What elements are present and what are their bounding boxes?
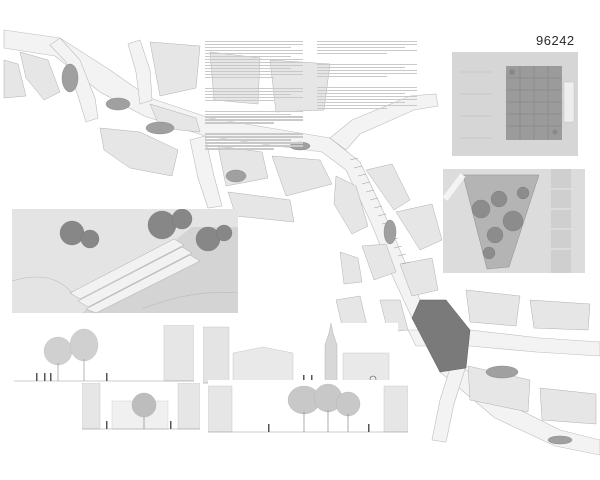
detail-plan-triangular-park xyxy=(443,169,585,273)
paragraph-block xyxy=(317,86,417,109)
text-column-right xyxy=(317,34,417,111)
subheading xyxy=(205,104,303,109)
detail-plan-paved-plaza xyxy=(452,52,578,156)
subheading xyxy=(317,57,417,62)
section-courtyard xyxy=(82,383,200,435)
paragraph-block xyxy=(317,40,417,54)
board-number: 96242 xyxy=(536,33,575,48)
paragraph-block xyxy=(205,40,303,78)
paragraph-block xyxy=(205,87,303,101)
text-column-right-heading xyxy=(317,34,417,39)
text-column-left xyxy=(205,34,303,151)
section-square-tower xyxy=(203,323,398,389)
section-street-trees xyxy=(14,325,194,387)
dark-paving-area xyxy=(411,299,471,373)
section-park-trees xyxy=(208,380,408,438)
paragraph-block xyxy=(205,133,303,150)
subheading xyxy=(205,81,303,86)
paragraph-block xyxy=(205,110,303,124)
subheading xyxy=(205,127,303,132)
subheading xyxy=(317,80,417,85)
detail-plan-stepped-terrace xyxy=(12,209,238,313)
building-blocks xyxy=(3,41,597,425)
paragraph-block xyxy=(317,63,417,77)
text-column-left-heading xyxy=(205,34,303,39)
vegetation xyxy=(61,63,573,445)
